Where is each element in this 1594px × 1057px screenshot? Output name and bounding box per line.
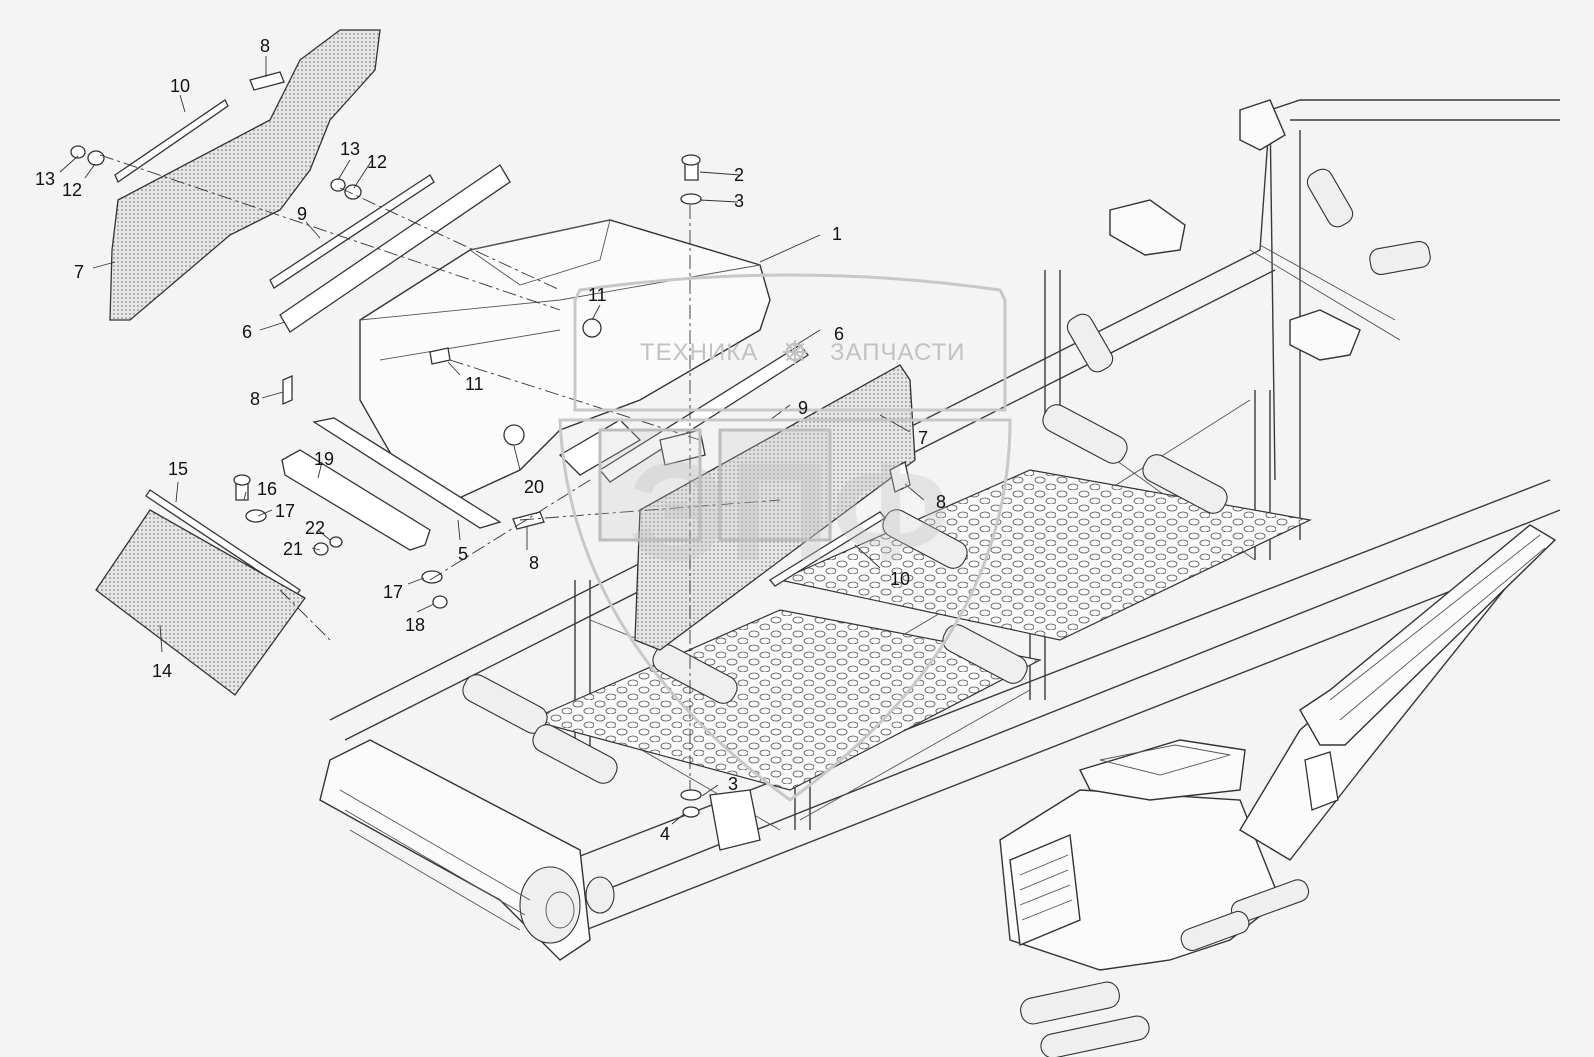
callout-7-right: 7 <box>918 428 928 448</box>
callout-8-right: 8 <box>936 492 946 512</box>
callout-9-right: 9 <box>798 398 808 418</box>
callout-1: 1 <box>832 224 842 244</box>
exploded-parts <box>70 29 702 818</box>
rubber-skirt-left <box>109 29 381 321</box>
callout-3-top: 3 <box>734 191 744 211</box>
milling-machine-inset <box>999 524 1557 1057</box>
watermark-logo-letters: ЭПФ <box>629 433 952 590</box>
callout-11-top: 11 <box>588 285 607 305</box>
rubber-mat <box>95 509 306 696</box>
callout-19: 19 <box>314 449 334 469</box>
conveyor-frame <box>319 99 1561 961</box>
callout-12-mid: 12 <box>367 152 387 172</box>
callout-10-top: 10 <box>170 76 190 96</box>
callout-8-bottom: 8 <box>529 553 539 573</box>
watermark-product: ЗАПЧАСТИ <box>830 339 965 366</box>
idler-rollers <box>462 168 1431 784</box>
callout-17-bottom: 17 <box>383 582 403 602</box>
callout-5: 5 <box>458 544 468 564</box>
callout-2: 2 <box>734 165 744 185</box>
callout-10-right: 10 <box>890 569 910 589</box>
callout-13-mid: 13 <box>340 139 360 159</box>
callout-8-left: 8 <box>250 389 260 409</box>
callout-8-top: 8 <box>260 36 270 56</box>
callout-21: 21 <box>283 539 303 559</box>
gear-icon <box>783 340 807 364</box>
callout-17-top: 17 <box>275 501 295 521</box>
callout-labels: 8 10 13 12 13 12 9 7 6 2 3 1 11 11 6 9 7… <box>35 36 946 844</box>
leader-lines <box>59 56 925 825</box>
alignment-lines <box>99 154 781 790</box>
callout-22: 22 <box>305 518 325 538</box>
callout-3-bottom: 3 <box>728 774 738 794</box>
callout-6-left: 6 <box>242 322 252 342</box>
callout-7-left: 7 <box>74 262 84 282</box>
callout-12-left: 12 <box>62 180 82 200</box>
callout-13-left: 13 <box>35 169 55 189</box>
callout-11-bottom: 11 <box>465 374 484 394</box>
callout-15: 15 <box>168 459 188 479</box>
callout-20: 20 <box>524 477 544 497</box>
watermark-company: ТЕХНИКА <box>640 339 758 366</box>
callout-6-right: 6 <box>834 324 844 344</box>
callout-14: 14 <box>152 661 172 681</box>
callout-18: 18 <box>405 615 425 635</box>
callout-9-top: 9 <box>297 204 307 224</box>
callout-4: 4 <box>660 824 670 844</box>
watermark: ТЕХНИКА ЗАПЧАСТИ ЭПФ <box>558 273 1012 802</box>
callout-16: 16 <box>257 479 277 499</box>
